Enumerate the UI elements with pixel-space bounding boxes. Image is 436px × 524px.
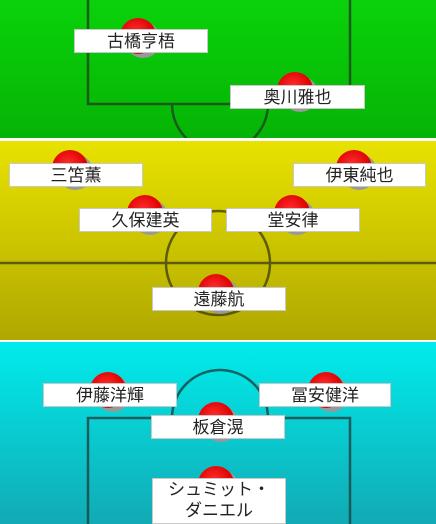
- player-label-furuhashi: 古橋亨梧: [74, 29, 208, 53]
- pitch-lines-top: [86, 0, 352, 138]
- forwards-band: [0, 0, 436, 138]
- player-label-itakura: 板倉滉: [151, 415, 285, 439]
- player-label-kubo: 久保建英: [79, 208, 212, 232]
- pitch-lines-mid: [0, 209, 436, 317]
- player-label-ito-hiroki: 伊藤洋輝: [43, 383, 177, 407]
- player-label-schmidt-line1: シュミット・: [168, 480, 270, 500]
- player-label-tomiyasu: 冨安健洋: [259, 383, 391, 407]
- player-label-schmidt: シュミット・ ダニエル: [152, 478, 286, 524]
- player-label-mitoma: 三笘薫: [9, 163, 143, 187]
- player-label-schmidt-line2: ダニエル: [185, 501, 253, 521]
- player-label-ito-junya: 伊東純也: [293, 163, 426, 187]
- player-label-okugawa: 奥川雅也: [230, 85, 365, 109]
- player-label-endo: 遠藤航: [152, 287, 286, 311]
- player-label-doan: 堂安律: [226, 208, 360, 232]
